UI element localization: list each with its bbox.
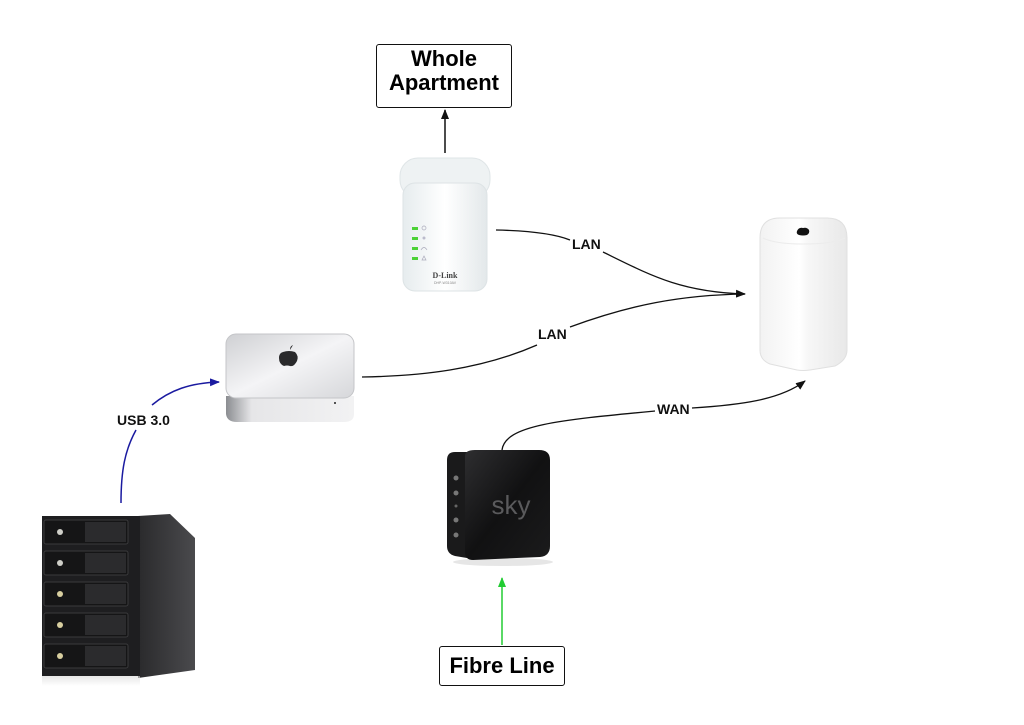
edge-macmini-to-airport-tail	[569, 293, 746, 328]
status-lights	[453, 475, 459, 538]
power-led	[334, 402, 336, 404]
raid-enclosure	[42, 514, 195, 686]
whole-apartment-line2: Apartment	[388, 70, 499, 96]
dlink-logo: D-Link	[433, 271, 458, 280]
edge-label-wan: WAN	[657, 401, 690, 417]
edge-powerline-to-airport	[495, 229, 571, 241]
apple-icon	[796, 227, 810, 236]
edge-label-lan-1: LAN	[572, 236, 601, 252]
apple-icon	[279, 345, 298, 367]
sky-router: sky	[447, 450, 553, 566]
sky-logo: sky	[492, 490, 531, 520]
edge-macmini-to-airport	[361, 344, 538, 378]
whole-apartment-line1: Whole	[411, 46, 477, 71]
fibre-line-box: Fibre Line	[439, 646, 565, 686]
edge-powerline-to-airport-tail	[602, 251, 746, 298]
edge-sky-to-airport	[501, 410, 656, 451]
fibre-line-label: Fibre Line	[449, 653, 555, 678]
edge-label-lan-2: LAN	[538, 326, 567, 342]
mac-mini	[225, 333, 355, 422]
edge-label-usb: USB 3.0	[117, 412, 170, 428]
drive-bays	[43, 519, 129, 669]
status-leds	[412, 225, 428, 261]
powerline-adapter: D-Link DHP-W310AV	[399, 157, 491, 292]
edge-raid-to-macmini-tail	[151, 378, 220, 406]
whole-apartment-box: Whole Apartment	[376, 44, 512, 108]
airport-extreme	[759, 217, 848, 371]
edge-sky-to-airport-tail	[691, 380, 806, 409]
dlink-model: DHP-W310AV	[434, 281, 457, 285]
edge-raid-to-macmini	[120, 429, 137, 504]
